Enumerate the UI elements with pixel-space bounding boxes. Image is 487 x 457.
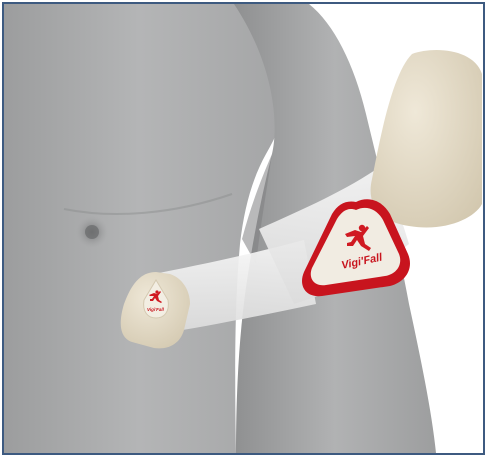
nipple-center <box>85 225 99 239</box>
brand-label-small: Vigi'Fall <box>147 307 165 312</box>
product-illustration: Vigi'Fall Vigi'Fall <box>4 4 483 453</box>
